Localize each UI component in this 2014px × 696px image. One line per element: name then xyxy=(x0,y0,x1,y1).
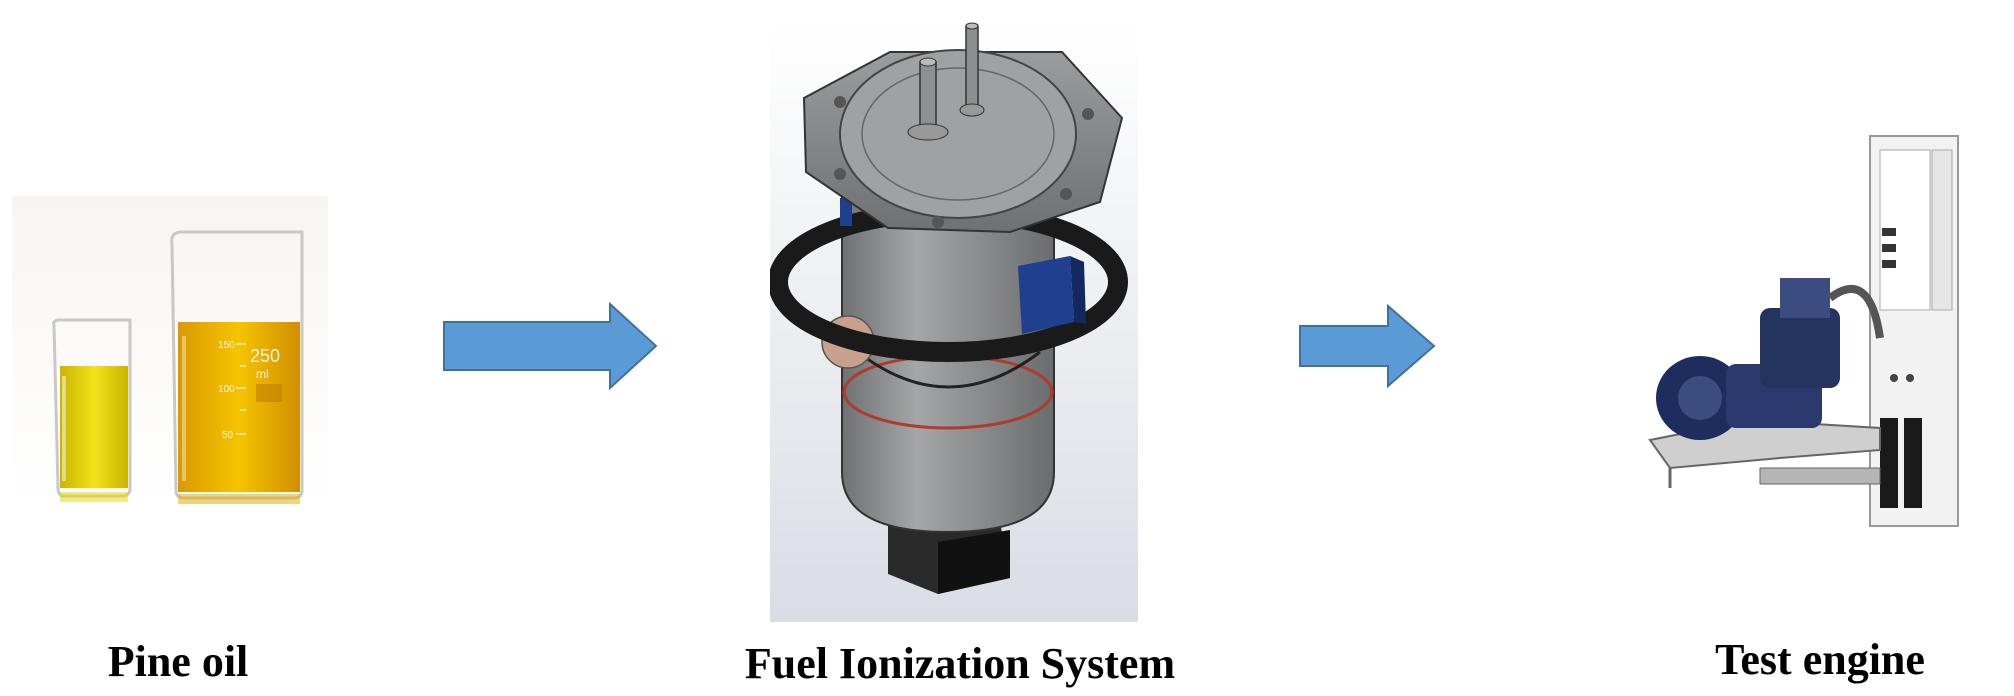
pine-oil-photo: 250 ml 150 100 50 xyxy=(12,196,328,506)
flow-arrow-right-icon xyxy=(440,300,660,392)
beaker-marking-150: 150 xyxy=(218,340,235,351)
stage-label-pine-oil: Pine oil xyxy=(107,637,249,686)
large-beaker-icon: 250 ml 150 100 50 xyxy=(170,230,304,504)
device-inlet-pipes-icon xyxy=(907,22,985,141)
stage-label-fuel-ionization-system: Fuel Ionization System xyxy=(744,639,1176,688)
stage-label-test-engine: Test engine xyxy=(1715,635,1925,684)
beaker-marking-ml: ml xyxy=(256,367,269,381)
device-blue-module-icon xyxy=(840,198,1086,334)
device-top-lid-icon xyxy=(802,49,1124,234)
beaker-marking-250: 250 xyxy=(250,346,280,366)
small-beaker-icon xyxy=(52,318,132,502)
flow-arrow-right-icon xyxy=(1296,302,1438,390)
fuel-ionization-device-image xyxy=(770,22,1138,622)
engine-block-icon xyxy=(1656,278,1884,440)
engine-control-cabinet-icon xyxy=(1869,135,1959,527)
test-engine-photo xyxy=(1630,128,1960,538)
beaker-marking-100: 100 xyxy=(218,384,235,395)
beaker-marking-50: 50 xyxy=(222,430,234,441)
device-base-block-icon xyxy=(888,522,1010,594)
